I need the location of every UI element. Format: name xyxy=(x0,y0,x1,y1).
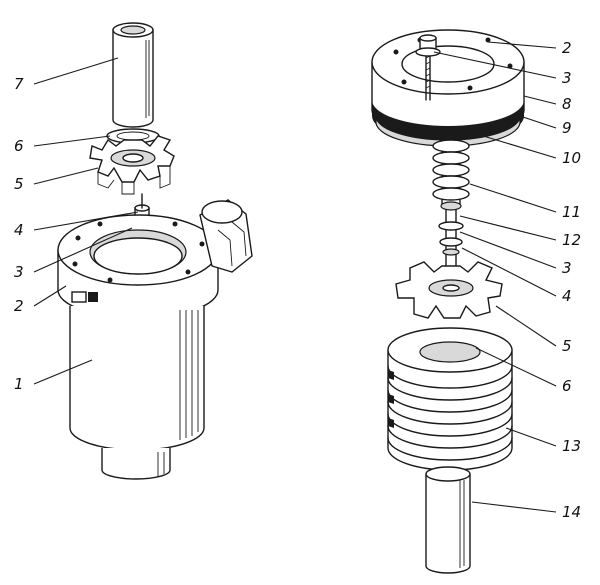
left-body-part-1 xyxy=(69,306,205,480)
label-right-part-8: 8 xyxy=(562,95,572,113)
left-leader-lines xyxy=(33,57,139,385)
right-disc-stack-part-13 xyxy=(387,327,513,471)
label-left-part-2: 2 xyxy=(14,297,24,315)
left-flange-part-2 xyxy=(57,214,219,319)
right-spring-part-11 xyxy=(432,137,470,211)
label-left-part-6: 6 xyxy=(14,137,24,155)
label-left-part-1: 1 xyxy=(14,375,24,393)
right-flange-part-8 xyxy=(371,29,525,147)
label-right-part-11: 11 xyxy=(562,203,581,221)
label-left-part-7: 7 xyxy=(14,75,24,93)
left-side-boss xyxy=(199,199,253,273)
label-left-part-4: 4 xyxy=(14,221,24,239)
label-right-part-3: 3 xyxy=(562,69,572,87)
label-right-part-6: 6 xyxy=(562,377,572,395)
right-assembly: 2 3 8 9 10 11 12 3 4 5 6 13 14 xyxy=(371,29,581,574)
label-right-part-13: 13 xyxy=(562,437,581,455)
label-right-part-10: 10 xyxy=(562,149,581,167)
right-star-impeller-part-5 xyxy=(395,261,503,319)
label-right-part-3b: 3 xyxy=(562,259,572,277)
label-right-part-14: 14 xyxy=(562,503,581,521)
label-right-part-4: 4 xyxy=(562,287,572,305)
label-right-part-9: 9 xyxy=(562,119,572,137)
label-left-part-5: 5 xyxy=(14,175,24,193)
left-tube-part-7 xyxy=(112,22,154,128)
label-left-part-3: 3 xyxy=(14,263,24,281)
left-assembly: 7 6 5 4 3 2 1 xyxy=(14,22,253,480)
label-right-part-5: 5 xyxy=(562,337,572,355)
right-tube-part-14 xyxy=(425,466,471,574)
right-leader-lines xyxy=(433,41,557,513)
right-bolt-part-3 xyxy=(415,34,441,101)
label-right-part-2: 2 xyxy=(562,39,572,57)
label-right-part-12: 12 xyxy=(562,231,581,249)
right-stem-part-12 xyxy=(438,209,464,319)
left-star-impeller-part-5 xyxy=(89,135,175,195)
